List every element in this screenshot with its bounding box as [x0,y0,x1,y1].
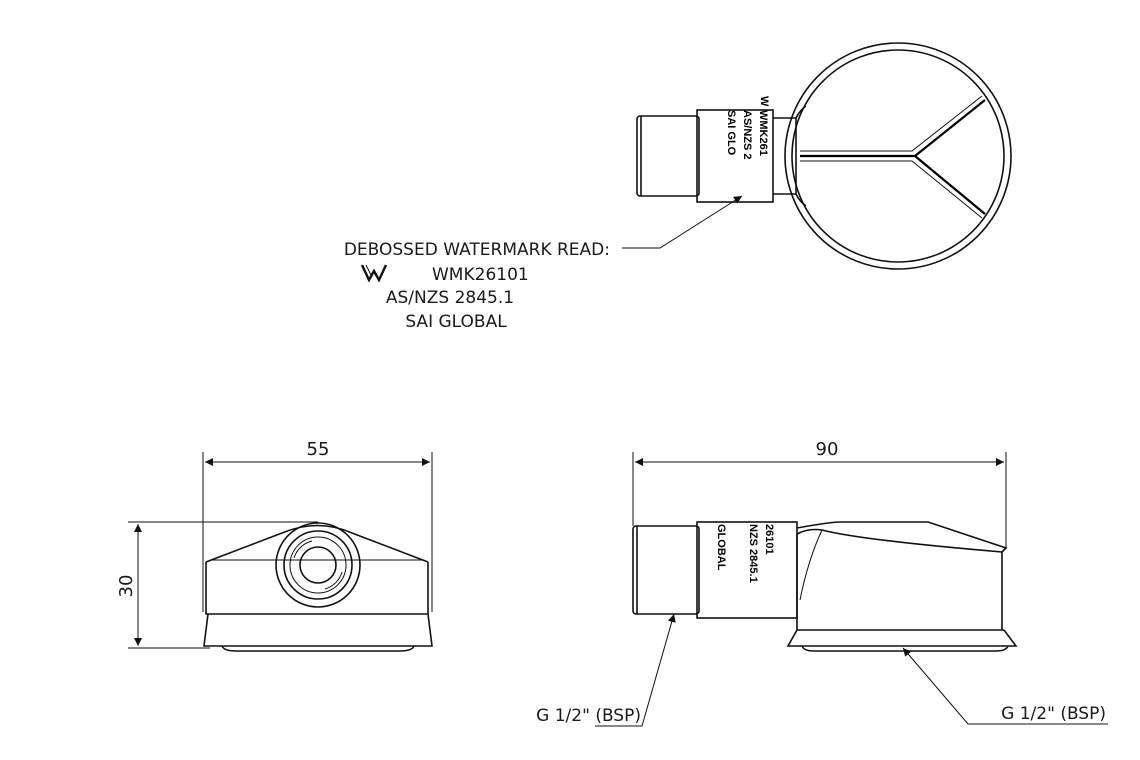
thread-callouts: G 1/2" (BSP) G 1/2" (BSP) [536,613,1108,727]
top-view: WMK261 AS/NZS 2 SAI GLO W [622,42,1012,270]
marking-col2: AS/NZS 2 [741,110,753,160]
inlet-leader [595,613,676,727]
front-view: 55 30 [116,439,433,652]
side-view-marking: 26101 NZS 2845.1 GLOBAL [715,524,775,583]
annotation-heading: DEBOSSED WATERMARK READ: [344,240,610,260]
side-width-label: 90 [816,439,839,460]
side-view-body [632,521,1018,652]
marking-col1: WMK261 [757,110,769,156]
side-view: 90 26101 NZS 2845.1 GLOBAL [632,439,1018,652]
annotation-line3: SAI GLOBAL [405,312,507,332]
annotation-line1: WMK26101 [432,265,529,285]
front-height-label: 30 [116,575,137,598]
side-marking-col2: NZS 2845.1 [747,524,759,583]
watermark-annotation: DEBOSSED WATERMARK READ: WMK26101 AS/NZS… [344,240,610,332]
outlet-leader [902,647,1108,725]
watermark-w-icon [360,264,388,283]
marking-col3: SAI GLO [725,110,737,156]
annotation-line2: AS/NZS 2845.1 [386,288,514,308]
side-marking-col3: GLOBAL [715,524,727,571]
outlet-thread-label: G 1/2" (BSP) [1001,704,1106,724]
watermark-leader [622,195,743,249]
top-view-marking: WMK261 AS/NZS 2 SAI GLO W [725,96,770,160]
side-marking-col1: 26101 [763,524,775,555]
front-view-body [203,522,433,652]
inlet-thread-label: G 1/2" (BSP) [536,706,641,726]
front-width-label: 55 [307,439,330,460]
marking-w-symbol: W [758,96,770,107]
top-view-body [636,42,1012,270]
